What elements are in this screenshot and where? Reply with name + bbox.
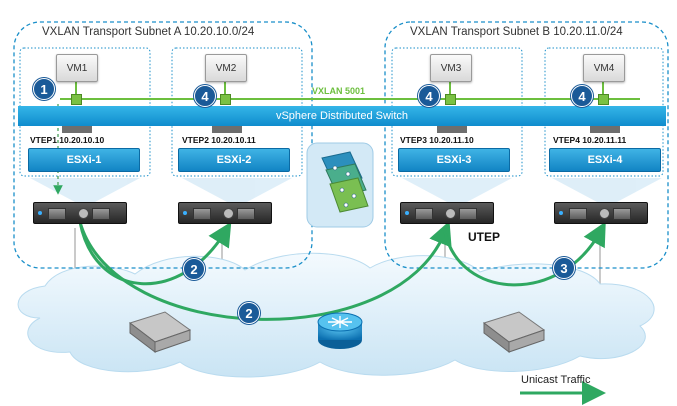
step-2-badge-center: 2 bbox=[238, 302, 260, 324]
step-4-badge-vm3: 4 bbox=[418, 85, 440, 107]
esxi-3-host: ESXi-3 bbox=[398, 148, 510, 172]
vxlan-label: VXLAN 5001 bbox=[312, 86, 366, 96]
esxi-2-host: ESXi-2 bbox=[178, 148, 290, 172]
vtep1-label: VTEP1 10.20.10.10 bbox=[30, 135, 105, 145]
legend-unicast-label: Unicast Traffic bbox=[521, 374, 591, 386]
router-icon bbox=[317, 312, 363, 349]
vm3-port bbox=[445, 94, 456, 105]
subnet-b-box bbox=[384, 21, 669, 269]
server-1-icon bbox=[33, 202, 127, 224]
vtep1-port bbox=[62, 126, 92, 133]
subnet-a-title: VXLAN Transport Subnet A 10.20.10.0/24 bbox=[42, 26, 255, 38]
vtep4-port bbox=[590, 126, 620, 133]
vds-label: vSphere Distributed Switch bbox=[275, 110, 409, 122]
unicast-arcs bbox=[78, 220, 606, 405]
server-3-icon bbox=[400, 202, 494, 224]
server-2-icon bbox=[178, 202, 272, 224]
esxi-1-host: ESXi-1 bbox=[28, 148, 140, 172]
step-4-badge-vm2: 4 bbox=[194, 85, 216, 107]
vsphere-distributed-switch: vSphere Distributed Switch bbox=[18, 106, 666, 126]
subnet-a-box bbox=[13, 21, 313, 269]
vm4-port bbox=[598, 94, 609, 105]
vtep3-label: VTEP3 10.20.11.10 bbox=[400, 135, 474, 145]
left-switch-icon bbox=[128, 311, 192, 354]
vm1-box: VM1 bbox=[56, 54, 98, 82]
logical-network-icon bbox=[306, 142, 374, 228]
subnet-b-title: VXLAN Transport Subnet B 10.20.11.0/24 bbox=[410, 26, 623, 38]
esxi-4-host: ESXi-4 bbox=[549, 148, 661, 172]
vtep3-port bbox=[437, 126, 467, 133]
server-4-icon bbox=[554, 202, 648, 224]
step-1-badge: 1 bbox=[33, 78, 55, 100]
vtep2-port bbox=[212, 126, 242, 133]
step-4-badge-vm4: 4 bbox=[571, 85, 593, 107]
right-switch-icon bbox=[482, 311, 546, 354]
vm3-box: VM3 bbox=[430, 54, 472, 82]
vm4-box: VM4 bbox=[583, 54, 625, 82]
step-3-badge: 3 bbox=[553, 257, 575, 279]
vm1-port bbox=[71, 94, 82, 105]
vm2-port bbox=[220, 94, 231, 105]
vtep4-label: VTEP4 10.20.11.11 bbox=[553, 135, 627, 145]
vtep2-label: VTEP2 10.20.10.11 bbox=[182, 135, 256, 145]
utep-label: UTEP bbox=[468, 230, 501, 244]
step-2-badge-left: 2 bbox=[183, 258, 205, 280]
vm2-box: VM2 bbox=[205, 54, 247, 82]
